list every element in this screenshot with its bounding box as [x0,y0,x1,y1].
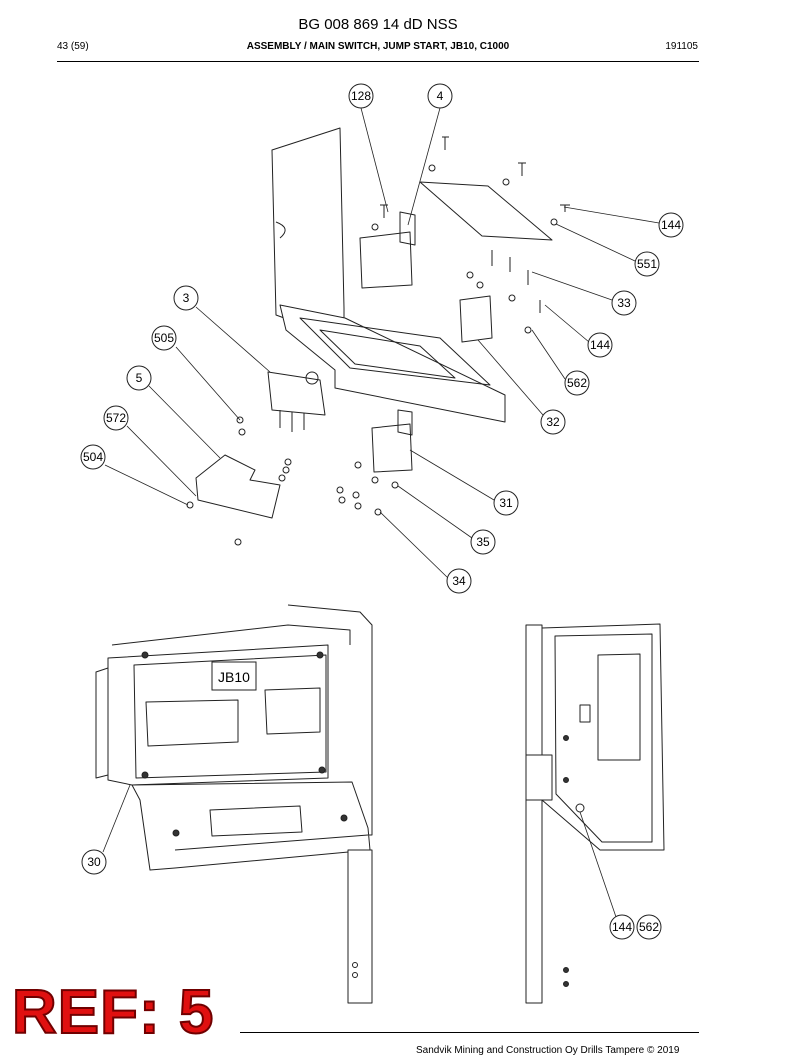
footer-copyright: Sandvik Mining and Construction Oy Drill… [416,1045,680,1056]
callout-5: 5 [136,371,143,385]
callout-562: 562 [567,376,587,390]
panel-label: JB10 [218,669,250,685]
callout-33: 33 [617,296,631,310]
callout-34: 34 [452,574,466,588]
document-title: BG 008 869 14 dD NSS [298,16,458,33]
callout-562-b: 562 [639,920,659,934]
callout-31: 31 [499,496,513,510]
callout-3: 3 [183,291,190,305]
page-number: 43 (59) [57,41,89,52]
callout-128: 128 [351,89,371,103]
callout-572: 572 [106,411,126,425]
callout-551: 551 [637,257,657,271]
header-rule [57,61,699,62]
section-title: ASSEMBLY / MAIN SWITCH, JUMP START, JB10… [246,41,510,52]
callout-505: 505 [154,331,174,345]
footer-rule [240,1032,699,1033]
callout-30: 30 [87,855,101,869]
callout-4: 4 [437,89,444,103]
callout-504: 504 [83,450,103,464]
callout-144-c: 144 [612,920,632,934]
callout-35: 35 [476,535,490,549]
callout-32: 32 [546,415,560,429]
callout-144: 144 [661,218,681,232]
revision-date: 191105 [665,41,698,52]
callout-144-b: 144 [590,338,610,352]
ref-badge: REF: 5 [11,978,215,1047]
